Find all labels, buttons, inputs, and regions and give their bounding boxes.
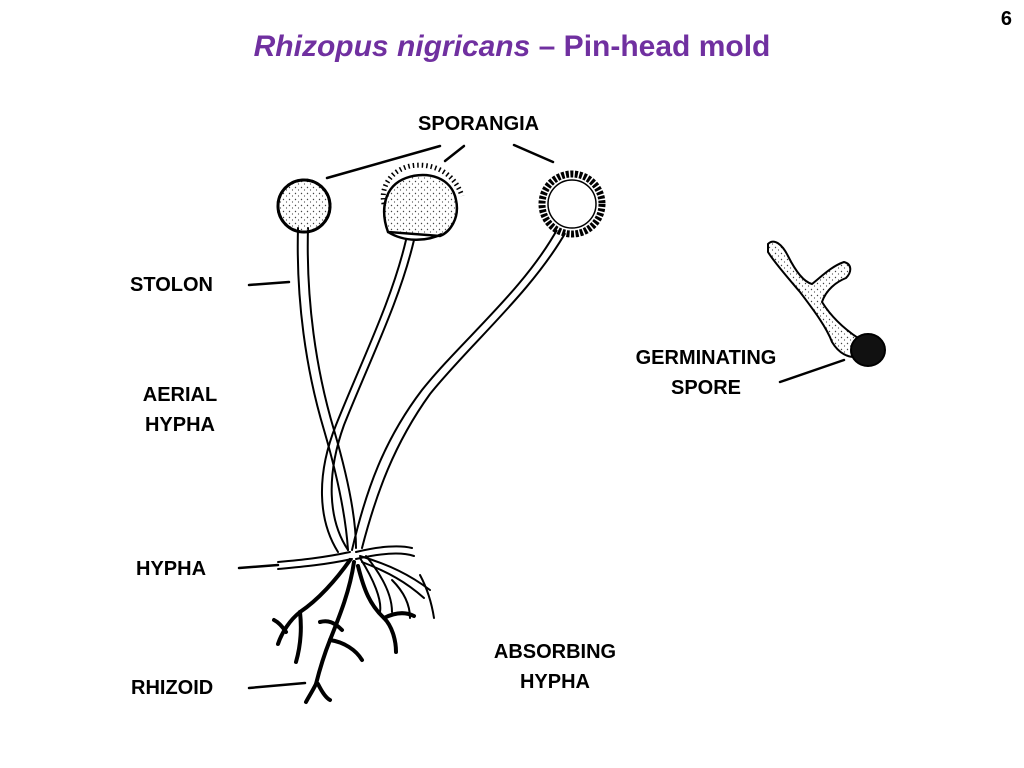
sporangium-right xyxy=(538,170,606,238)
label-aerial-hypha: AERIAL HYPHA xyxy=(142,384,218,436)
absorbing-hyphae xyxy=(359,555,435,619)
spore-body xyxy=(850,333,886,367)
leader-sporangia-right xyxy=(512,143,555,164)
stalk-right-outer xyxy=(351,227,559,551)
stalk-left-outer xyxy=(296,227,349,551)
stalk-left-inner xyxy=(306,227,357,549)
columella-middle xyxy=(387,230,443,241)
title-scientific-name: Rhizopus nigricans xyxy=(253,30,531,63)
germinating-spore xyxy=(767,240,886,367)
page-number: 6 xyxy=(1000,8,1012,30)
stalk-middle-inner xyxy=(330,239,415,551)
leader-germinating-spore xyxy=(778,358,846,384)
germ-tube xyxy=(767,240,864,358)
slide-title: Rhizopus nigricans – Pin-head mold xyxy=(0,30,1024,64)
leader-lines xyxy=(237,143,846,690)
leader-rhizoid xyxy=(247,681,307,690)
label-absorbing-hypha: ABSORBING HYPHA xyxy=(493,641,617,693)
title-common-name: – Pin-head mold xyxy=(530,30,771,63)
label-germinating-spore: GERMINATING SPORE xyxy=(635,347,777,399)
rhizoids xyxy=(272,558,416,704)
sporangia-heads xyxy=(276,162,606,241)
sporangium-middle xyxy=(382,173,459,238)
label-hypha: HYPHA xyxy=(136,558,207,580)
label-stolon: STOLON xyxy=(130,274,213,296)
label-sporangia: SPORANGIA xyxy=(418,113,540,135)
label-rhizoid: RHIZOID xyxy=(131,677,214,699)
stalk-middle-outer xyxy=(321,239,407,553)
leader-sporangia-middle xyxy=(443,144,466,163)
stalk-right-inner xyxy=(361,229,568,549)
leader-hypha xyxy=(237,563,280,570)
sporangiophore-stalks xyxy=(296,227,568,553)
leader-sporangia-left xyxy=(325,144,442,180)
leader-stolon xyxy=(247,280,291,287)
